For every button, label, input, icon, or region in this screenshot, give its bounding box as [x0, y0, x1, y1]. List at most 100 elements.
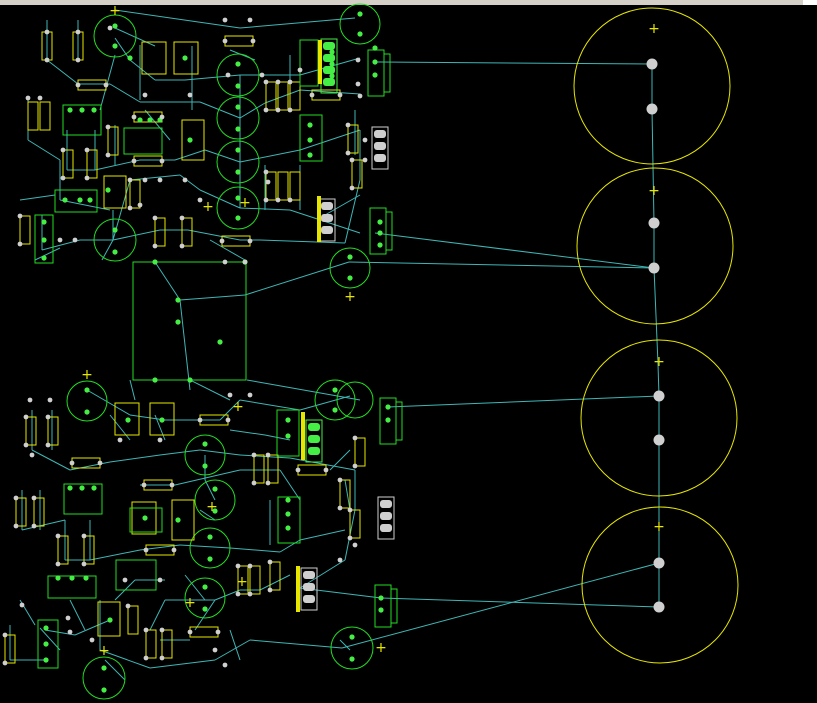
pad	[207, 534, 213, 540]
via	[345, 150, 351, 156]
pad	[307, 122, 313, 128]
resistor-outline	[265, 171, 277, 201]
pad	[91, 485, 97, 491]
via	[337, 557, 343, 563]
via	[295, 467, 301, 473]
via	[297, 67, 303, 73]
pad	[235, 61, 241, 67]
trace	[374, 232, 655, 269]
trace	[109, 83, 141, 103]
trace	[209, 239, 246, 261]
pad	[67, 107, 73, 113]
pad	[187, 377, 193, 383]
capacitor-outline	[103, 175, 127, 209]
pad	[212, 508, 218, 514]
via	[337, 477, 343, 483]
pad	[182, 55, 188, 61]
electrolytic-capacitor-outline	[216, 186, 260, 230]
via	[362, 157, 368, 163]
pad	[235, 126, 241, 132]
via	[60, 147, 66, 153]
resistor-outline	[33, 497, 45, 527]
large-capacitor-outline	[580, 339, 738, 497]
connector-pin	[323, 42, 335, 50]
via	[263, 169, 269, 175]
pad	[285, 433, 291, 439]
trace	[344, 479, 351, 511]
trace	[279, 539, 301, 553]
electrolytic-capacitor-outline	[329, 247, 371, 289]
electrolytic-capacitor-outline	[82, 656, 126, 700]
electrolytic-capacitor-outline	[194, 479, 236, 521]
pad	[307, 152, 313, 158]
via	[45, 414, 51, 420]
via	[13, 495, 19, 501]
pad	[217, 339, 223, 345]
pad	[285, 511, 291, 517]
pad	[202, 463, 208, 469]
via	[235, 591, 241, 597]
via	[17, 213, 23, 219]
transistor-outline	[37, 619, 59, 669]
via	[263, 107, 269, 113]
resistor-outline	[15, 497, 27, 527]
pad	[41, 219, 47, 225]
via	[247, 392, 253, 398]
pad	[349, 656, 355, 662]
pad	[112, 249, 118, 255]
trace	[299, 529, 346, 541]
via	[107, 25, 113, 31]
via	[29, 452, 35, 458]
pad	[112, 227, 118, 233]
trace	[299, 395, 351, 411]
trace	[239, 149, 301, 163]
capacitor-outline	[141, 41, 167, 75]
transistor-outline	[299, 114, 323, 162]
trace	[214, 589, 241, 601]
via	[362, 137, 368, 143]
transistor-outline	[115, 559, 157, 591]
pad	[62, 197, 68, 203]
via	[37, 95, 43, 101]
via	[309, 92, 315, 98]
polarity-plus-marker: +	[232, 399, 244, 415]
electrolytic-capacitor-outline	[314, 379, 356, 421]
terminal-block-outline	[369, 207, 387, 255]
via	[81, 533, 87, 539]
pads-layer	[2, 11, 665, 693]
via	[55, 561, 61, 567]
pad	[84, 387, 90, 393]
via	[222, 259, 228, 265]
via	[267, 587, 273, 593]
pad	[101, 687, 107, 693]
via	[247, 591, 253, 597]
capacitor-outline	[97, 601, 121, 637]
via	[45, 442, 51, 448]
resistor-outline	[57, 535, 69, 565]
pad	[357, 31, 363, 37]
via	[47, 397, 53, 403]
trace	[154, 414, 166, 441]
via	[352, 542, 358, 548]
trace	[264, 89, 301, 104]
trace	[114, 27, 156, 47]
trace	[187, 229, 241, 241]
trace	[199, 189, 241, 209]
via	[247, 563, 253, 569]
via	[89, 637, 95, 643]
via	[263, 197, 269, 203]
via	[122, 577, 128, 583]
via	[357, 93, 363, 99]
pad	[152, 377, 158, 383]
via	[159, 158, 165, 164]
pad	[347, 275, 353, 281]
pad	[84, 409, 90, 415]
large-cap-pad	[646, 103, 658, 115]
via	[337, 92, 343, 98]
pad	[43, 657, 49, 663]
via	[197, 197, 203, 203]
trace	[109, 454, 161, 463]
pad	[127, 55, 133, 61]
via	[23, 442, 29, 448]
